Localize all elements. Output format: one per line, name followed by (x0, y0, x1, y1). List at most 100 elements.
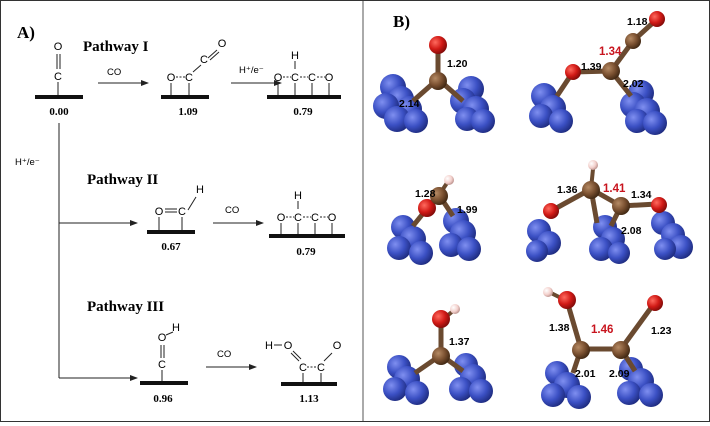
panel-a: A) Pathway I Pathway II Pathway III O C … (15, 23, 345, 405)
hydrogen-atom (444, 175, 454, 185)
carbon-atom (612, 341, 630, 359)
atom-h: H (196, 184, 204, 196)
carbon-atom (602, 62, 620, 80)
reagent-co-p3: CO (217, 349, 231, 360)
oxygen-atom (418, 199, 436, 217)
atom-c: C (158, 359, 166, 371)
carbon-atom (429, 72, 447, 90)
oxygen-atom (429, 36, 447, 54)
atom-c: C (317, 362, 325, 374)
bond-length: 1.38 (549, 322, 570, 334)
atom-o: O (325, 72, 334, 84)
bond-length: 1.37 (449, 336, 470, 348)
atom-c: C (54, 71, 62, 83)
atom-o: O (333, 340, 342, 352)
structure-r3-left: 1.37 (383, 304, 493, 405)
atom-c: C (294, 212, 302, 224)
atom-o: O (274, 72, 283, 84)
oxygen-atom (432, 310, 450, 328)
carbon-atom (625, 33, 641, 49)
surface-bar (147, 230, 195, 234)
bond-length-highlight: 1.34 (599, 46, 622, 58)
p3-step2-adsorbate: H O C C O 1.13 (265, 340, 342, 405)
pathway-1-title: Pathway I (83, 39, 149, 55)
atom-o: O (54, 41, 63, 53)
structure-r2-left: 1.28 1.99 (387, 175, 481, 265)
bond-length: 1.39 (581, 61, 602, 73)
oxygen-atom (649, 11, 665, 27)
bond-length: 2.01 (575, 368, 596, 380)
structure-r1-right: 1.18 1.34 1.39 2.02 (529, 11, 667, 135)
atom-h: H (294, 190, 302, 202)
bond-length: 2.08 (621, 225, 642, 237)
pathway-3-title: Pathway III (87, 299, 164, 315)
surface-bar (267, 95, 341, 99)
atom-o: O (284, 340, 293, 352)
energy-p2-step2: 0.79 (296, 246, 316, 258)
reagent-h-p1: H⁺/e⁻ (239, 65, 264, 76)
oxygen-atom (647, 295, 663, 311)
energy-p2-step1: 0.67 (161, 241, 181, 253)
bond-length: 1.28 (415, 188, 436, 200)
p2-step1-adsorbate: H O C 0.67 (147, 184, 204, 253)
bond-length: 2.14 (399, 98, 420, 110)
oxygen-atom (543, 203, 559, 219)
bond-length: 1.23 (651, 325, 672, 337)
bond-length: 1.20 (447, 58, 468, 70)
panel-a-label: A) (17, 23, 35, 42)
atom-o: O (158, 332, 167, 344)
carbon-atom (582, 181, 600, 199)
start-co-adsorbate: O C 0.00 (35, 41, 83, 118)
surface-bar (269, 234, 345, 238)
atom-c: C (308, 72, 316, 84)
bond-length: 2.02 (623, 78, 644, 90)
surface-bar (35, 95, 83, 99)
atom-h: H (172, 322, 180, 334)
reagent-co-p2: CO (225, 205, 239, 216)
p3-step1-adsorbate: H O C 0.96 (140, 322, 188, 405)
atom-c: C (299, 362, 307, 374)
p1-step1-adsorbate: O C C O 1.09 (161, 38, 227, 118)
atom-o: O (155, 206, 164, 218)
bond-length-highlight: 1.41 (603, 183, 626, 195)
atom-c: C (200, 54, 208, 66)
structure-r1-left: 1.20 2.14 (373, 36, 495, 133)
atom-c: C (291, 72, 299, 84)
surface-bar (161, 95, 209, 99)
bond-length: 1.34 (631, 189, 652, 201)
atom-o: O (167, 72, 176, 84)
bond-length: 2.09 (609, 368, 630, 380)
surface-bar (140, 381, 188, 385)
carbon-atom (572, 341, 590, 359)
structure-r2-right: 1.36 1.41 1.34 2.08 (526, 160, 693, 264)
atom-h: H (265, 340, 273, 352)
oxygen-atom (565, 64, 581, 80)
bond-length: 1.36 (557, 184, 578, 196)
atom-c: C (311, 212, 319, 224)
energy-p1-step2: 0.79 (293, 106, 313, 118)
energy-p1-step1: 1.09 (178, 106, 198, 118)
structure-r3-right: 1.38 1.46 1.23 2.01 2.09 (541, 287, 672, 409)
oxygen-atom (651, 197, 667, 213)
surface-bar (281, 382, 337, 386)
atom-c: C (185, 72, 193, 84)
hydrogen-atom (450, 304, 460, 314)
atom-o: O (277, 212, 286, 224)
carbon-atom (612, 197, 630, 215)
energy-p3-step2: 1.13 (299, 393, 319, 405)
carbon-atom (430, 187, 448, 205)
carbon-atom (432, 347, 450, 365)
reagent-h-vertical: H⁺/e⁻ (15, 157, 40, 168)
reagent-co-p1: CO (107, 67, 121, 78)
atom-o: O (328, 212, 337, 224)
bond-length: 1.99 (457, 204, 478, 216)
atom-c: C (178, 206, 186, 218)
atom-h: H (291, 50, 299, 62)
pathway-2-title: Pathway II (87, 172, 158, 188)
bond-length-highlight: 1.46 (591, 324, 613, 336)
p2-step2-adsorbate: H O C C O 0.79 (269, 190, 345, 258)
hydrogen-atom (588, 160, 598, 170)
hydrogen-atom (543, 287, 553, 297)
